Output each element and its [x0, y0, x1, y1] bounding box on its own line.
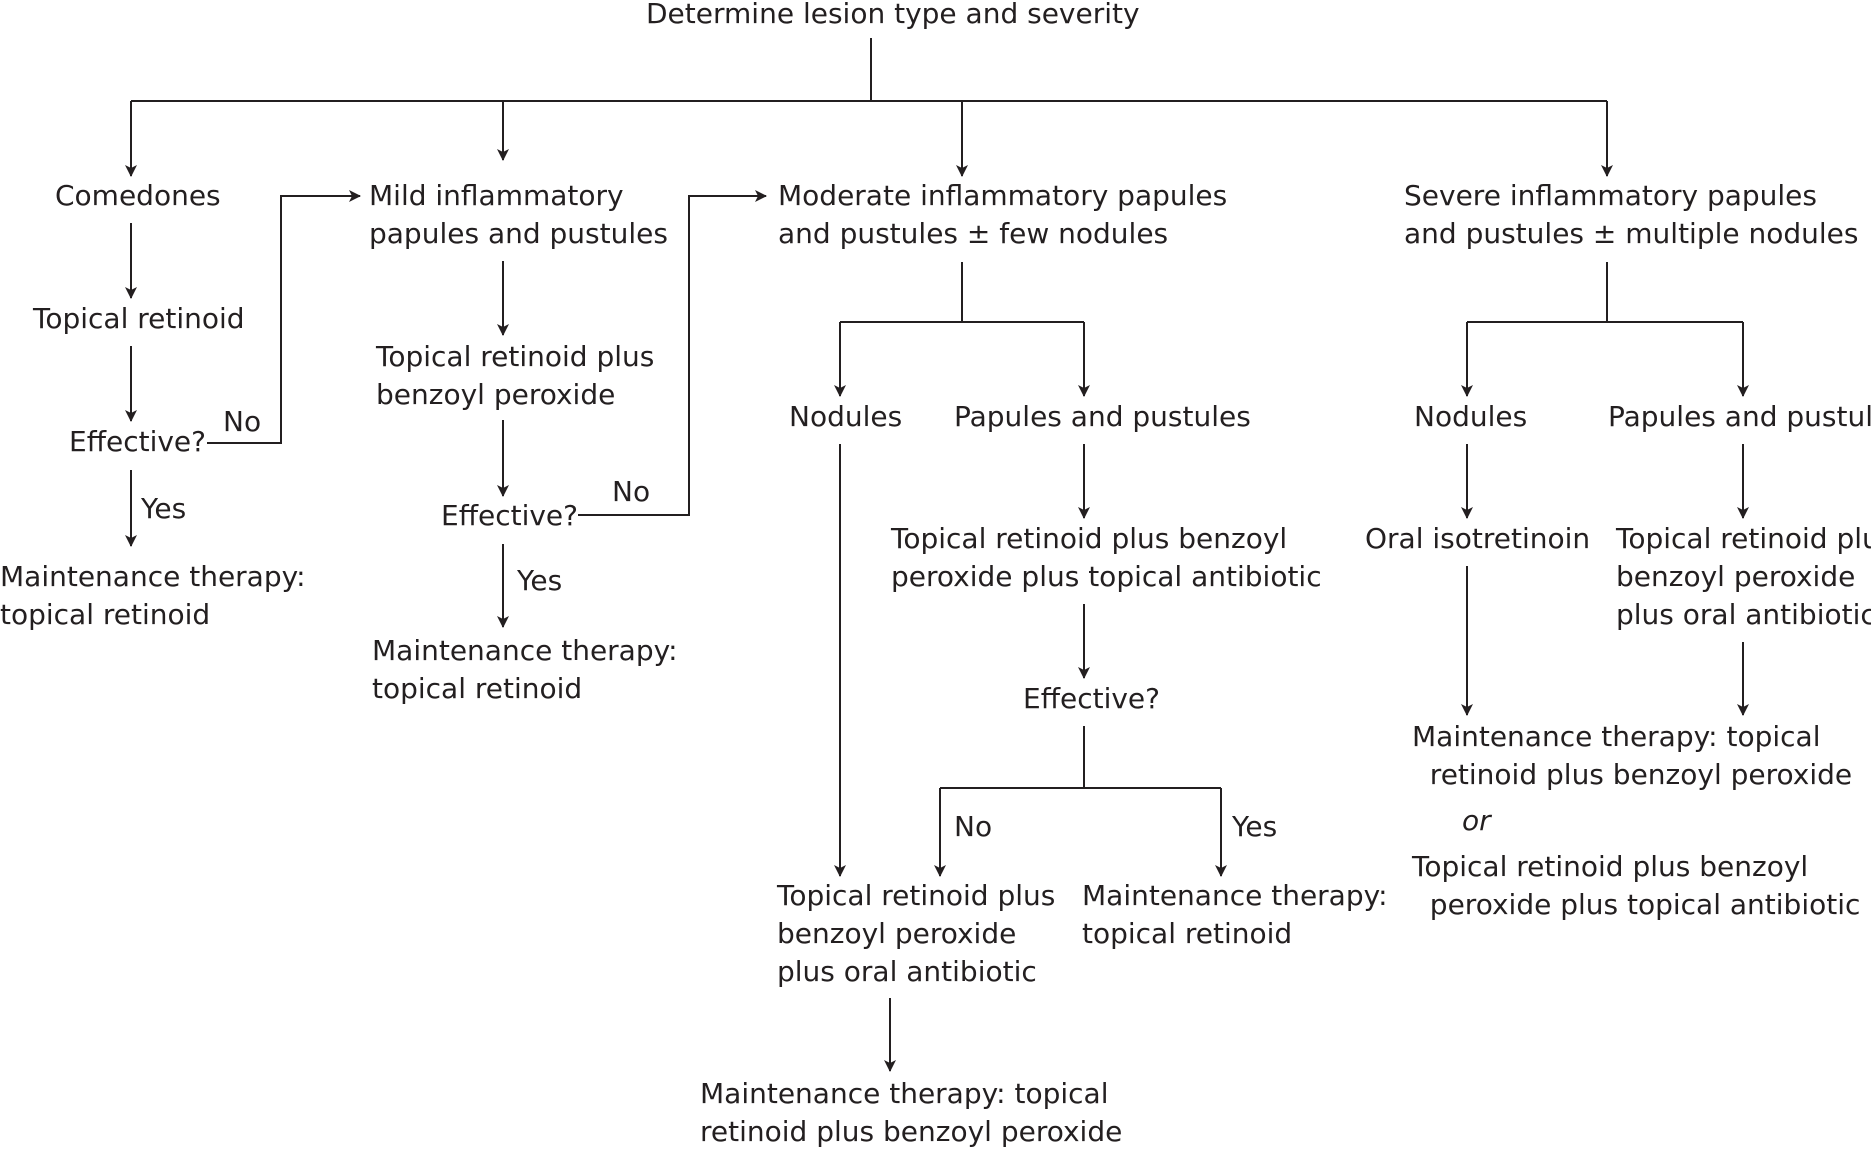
- comedones-maintenance-node: Maintenance therapy: topical retinoid: [0, 560, 306, 631]
- moderate-oral-treatment-node: Topical retinoid plus benzoyl peroxide p…: [777, 879, 1056, 988]
- mild-treatment-node: Topical retinoid plus benzoyl peroxide: [376, 340, 655, 411]
- moderate-papules-node: Papules and pustules: [954, 400, 1251, 433]
- severe-node: Severe inflammatory papules and pustules…: [1404, 179, 1859, 250]
- moderate-node: Moderate inflammatory papules and pustul…: [778, 179, 1228, 250]
- severe-maintenance-a-node: Maintenance therapy: topical retinoid pl…: [1412, 720, 1853, 791]
- comedones-no-label: No: [223, 405, 262, 438]
- moderate-final-maintenance-node: Maintenance therapy: topical retinoid pl…: [700, 1077, 1123, 1148]
- mild-question-node: Effective?: [441, 499, 579, 532]
- moderate-nodules-node: Nodules: [789, 400, 903, 433]
- severe-nodules-treatment-node: Oral isotretinoin: [1365, 522, 1591, 555]
- moderate-papules-treatment-node: Topical retinoid plus benzoyl peroxide p…: [891, 522, 1322, 593]
- mild-no-label: No: [612, 475, 651, 508]
- mild-node: Mild inflammatory papules and pustules: [369, 179, 668, 250]
- comedones-question-node: Effective?: [69, 425, 207, 458]
- mild-maintenance-node: Maintenance therapy: topical retinoid: [372, 634, 678, 705]
- moderate-yes-label: Yes: [1232, 810, 1278, 843]
- mild-yes-label: Yes: [517, 564, 563, 597]
- severe-nodules-node: Nodules: [1414, 400, 1528, 433]
- moderate-no-label: No: [954, 810, 993, 843]
- severe-papules-node: Papules and pustules: [1608, 400, 1871, 433]
- comedones-yes-label: Yes: [141, 492, 187, 525]
- root-node: Determine lesion type and severity: [646, 0, 1140, 30]
- severe-maintenance-b-node: Topical retinoid plus benzoyl peroxide p…: [1412, 850, 1861, 921]
- severe-or-label: or: [1462, 804, 1491, 837]
- arrow-mild-no-to-moderate: [578, 190, 767, 516]
- arrow-comedones-no-to-mild: [207, 190, 361, 444]
- moderate-yes-maintenance-node: Maintenance therapy: topical retinoid: [1082, 879, 1388, 950]
- comedones-treatment-node: Topical retinoid: [33, 302, 245, 335]
- comedones-node: Comedones: [55, 179, 221, 212]
- severe-papules-treatment-node: Topical retinoid plus benzoyl peroxide p…: [1616, 522, 1871, 631]
- moderate-question-node: Effective?: [1023, 682, 1161, 715]
